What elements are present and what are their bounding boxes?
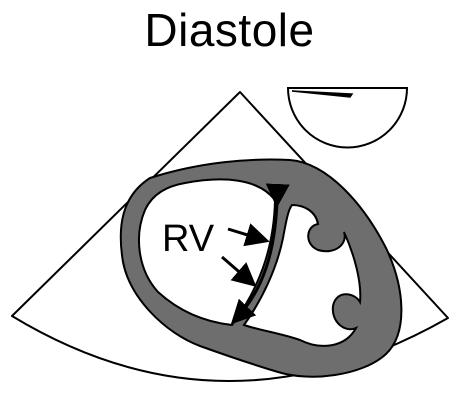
- rv-label: RV: [162, 218, 215, 260]
